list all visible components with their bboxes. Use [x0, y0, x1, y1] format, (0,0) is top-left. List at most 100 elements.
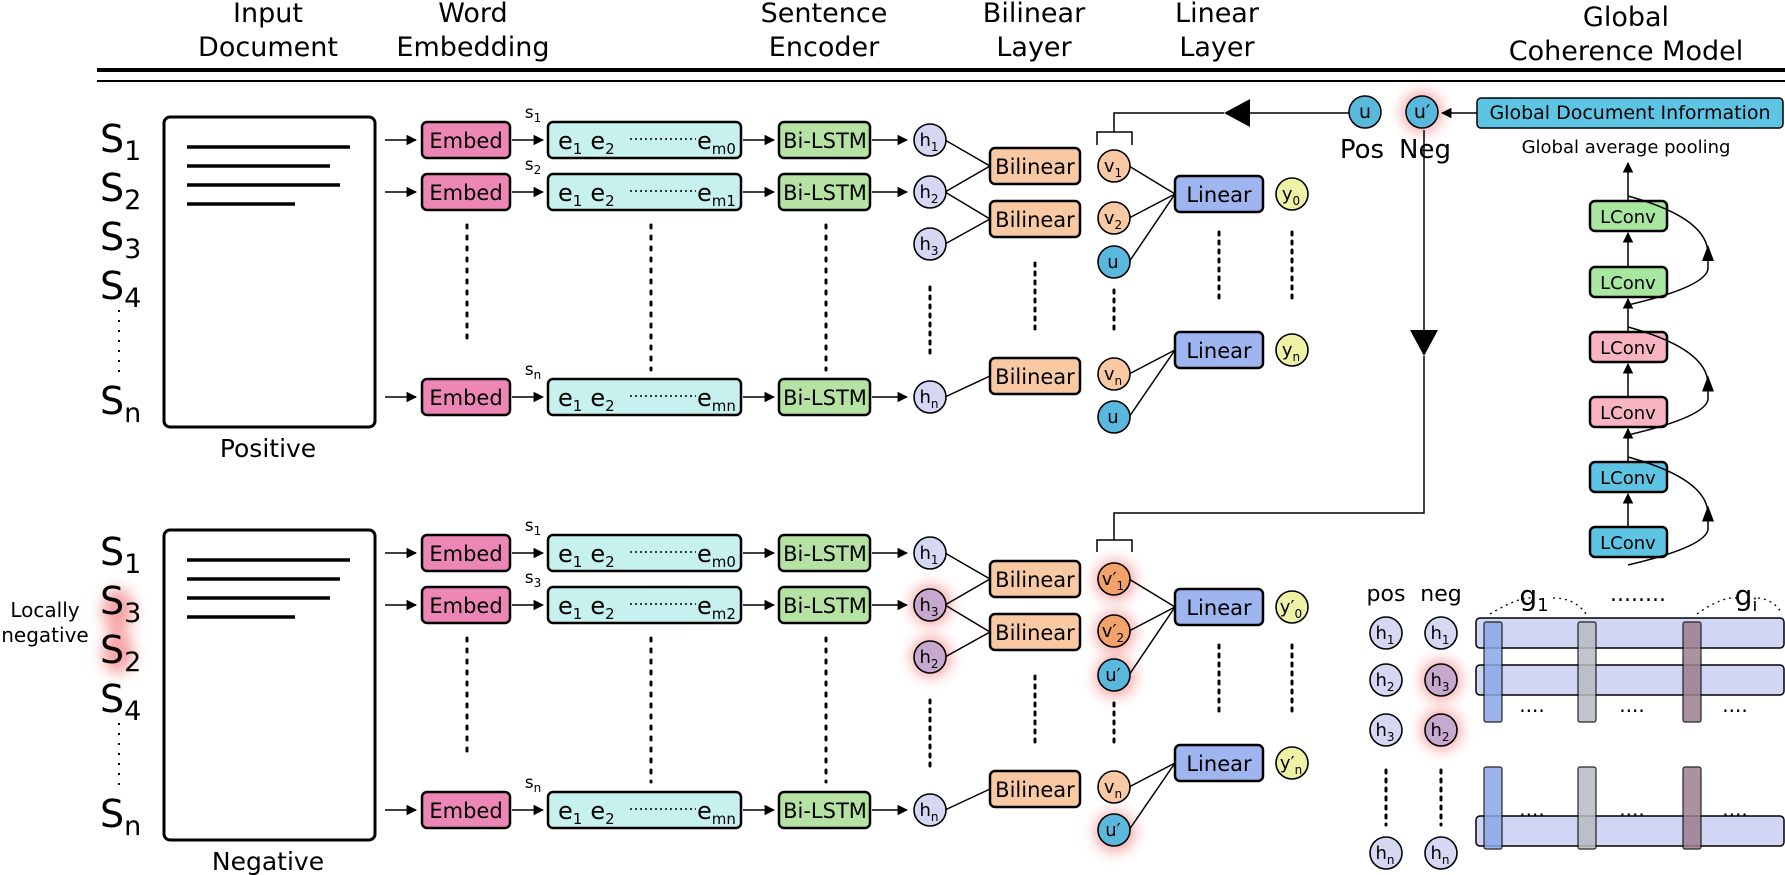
v-node-2: [1097, 201, 1131, 235]
grid-dots-4: ....: [1619, 797, 1644, 821]
h-node-n-label: hn: [919, 387, 938, 411]
v-node-n-label: vn: [1104, 777, 1122, 801]
h-node-3: [913, 640, 947, 674]
bilstm-block: [777, 172, 872, 212]
header-word-line2: Embedding: [396, 32, 549, 63]
grid-window-top-3: [1682, 621, 1702, 723]
pos-label: Pos: [1340, 135, 1384, 165]
y-node-n: [1275, 333, 1309, 367]
bilstm-label: Bi-LSTM: [783, 594, 867, 618]
linear-1-block: [1173, 174, 1265, 214]
svg-text:S1: S1: [100, 117, 141, 167]
grid-window-top-2: [1577, 621, 1597, 723]
grid-neg-h-4: [1424, 836, 1458, 870]
v-node-1: [1097, 562, 1131, 596]
grid-neg-h-1: [1424, 616, 1458, 650]
header-sentence-line2: Encoder: [769, 32, 880, 63]
header-bilinear-line1: Bilinear: [983, 0, 1086, 29]
bilinear-1-block: [988, 146, 1082, 186]
sentence-index-label: sn: [525, 360, 541, 382]
u-node-label: u′: [1105, 665, 1121, 686]
embedding-sequence-block: [546, 533, 743, 573]
bilstm-block: [777, 120, 872, 160]
h-node-3: [913, 227, 947, 261]
neg-flow-arrowhead: [1410, 330, 1438, 356]
embedding-sequence-end-label: em0: [697, 127, 736, 158]
grid-window-bottom-3: [1682, 766, 1702, 850]
h-node-3-label: h3: [919, 234, 938, 258]
header-linear-line1: Linear: [1175, 0, 1260, 29]
bilinear-2-block: [988, 612, 1082, 652]
bilinear-n-label: Bilinear: [995, 365, 1075, 389]
header-global-line1: Global: [1583, 2, 1669, 33]
grid-neg-h-1-label: h1: [1430, 623, 1449, 647]
bilstm-block: [777, 533, 872, 573]
positive-right-section: h1h2h3hnBilinearBilinearBilinearv1v2uvnu…: [913, 123, 1309, 434]
grid-pos-h-3-label: h3: [1375, 720, 1394, 744]
embedding-sequence-block: [546, 172, 743, 212]
embed-block: [420, 533, 512, 573]
v-node-1-label: v′1: [1102, 569, 1124, 593]
grid-pos-h-2: [1369, 663, 1403, 697]
h-node-1-label: h1: [919, 130, 938, 154]
svg-text:Sn: Sn: [100, 379, 141, 429]
bilstm-label: Bi-LSTM: [783, 799, 867, 823]
embed-block: [420, 172, 512, 212]
embed-label: Embed: [429, 594, 502, 618]
grid-pos-h-1-label: h1: [1375, 623, 1394, 647]
u-node: [1097, 658, 1131, 692]
negative-u-bracket: [1096, 539, 1133, 552]
svg-text:S3: S3: [100, 579, 141, 629]
lconv-label-6: LConv: [1600, 533, 1656, 554]
grid-bar-1: [1475, 617, 1785, 649]
lconv-label-1: LConv: [1600, 207, 1656, 228]
grid-dots-2: ....: [1722, 693, 1747, 717]
positive-document-lines: [187, 145, 350, 206]
grid-bar-2: [1475, 664, 1785, 696]
negative-document-lines: [187, 558, 350, 619]
linear-n-block: [1173, 330, 1265, 370]
embedding-sequence-block: [546, 790, 743, 830]
embed-block: [420, 120, 512, 160]
linear-1-block: [1173, 587, 1265, 627]
grid-pos-h-1: [1369, 616, 1403, 650]
bilstm-block: [777, 585, 872, 625]
embed-block: [420, 790, 512, 830]
grid-window-bottom-2: [1577, 766, 1597, 850]
u-node-n-label: u′: [1105, 820, 1121, 841]
positive-example: S1 S2 S3 S4 Sn Positive: [100, 115, 377, 463]
grid-dots-3: ....: [1519, 797, 1544, 821]
positive-u-bracket: [1096, 131, 1133, 145]
bilstm-label: Bi-LSTM: [783, 542, 867, 566]
global-document-information-label: Global Document Information: [1489, 102, 1770, 124]
header-bilinear-line2: Layer: [996, 32, 1072, 63]
bilstm-block: [777, 790, 872, 830]
u-node-label: u: [1107, 252, 1118, 273]
bilinear-n-block: [988, 769, 1082, 809]
v-node-2: [1097, 614, 1131, 648]
negative-right-section: h1h3h2hnBilinearBilinearBilinearv′1v′2u′…: [913, 536, 1309, 847]
lconv-label-5: LConv: [1600, 468, 1656, 489]
linear-n-label: Linear: [1186, 339, 1252, 363]
h-node-n: [913, 380, 947, 414]
linear-1-label: Linear: [1186, 183, 1252, 207]
v-node-1-label: v1: [1104, 156, 1122, 180]
embedding-sequence-end-label: em0: [697, 540, 736, 571]
linear-n-label: Linear: [1186, 752, 1252, 776]
h-node-3-label: h2: [919, 647, 938, 671]
positive-sentence-labels: S1 S2 S3 S4 Sn: [100, 117, 141, 429]
bilinear-1-label: Bilinear: [995, 155, 1075, 179]
grid-neg-h-2-label: h3: [1430, 670, 1449, 694]
header-input-line1: Input: [233, 0, 303, 29]
column-headers: Input Document Word Embedding Sentence E…: [198, 0, 1743, 67]
embedding-sequence-block: [546, 120, 743, 160]
y-node-0-label: y′0: [1280, 597, 1302, 621]
